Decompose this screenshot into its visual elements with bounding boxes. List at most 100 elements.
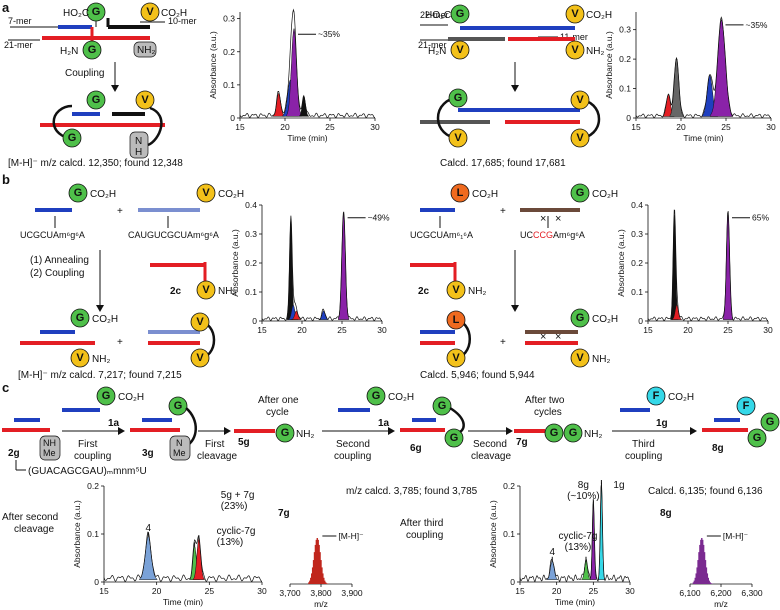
ytick-label-a2: 0 (626, 113, 631, 123)
label-22mer: 22-mer (420, 10, 449, 20)
label-21mer: 21-mer (4, 40, 33, 50)
c-5g-g: G (281, 427, 290, 439)
label-21mer-b: 21-mer (418, 40, 447, 50)
ytick-label-b2: 0.3 (631, 229, 643, 239)
xtick-label-c1: 25 (205, 586, 215, 596)
b-plus-1: + (117, 206, 123, 217)
nh2-box-label: NH₂ (137, 45, 155, 56)
scheme-a-left-product: G V G N H [M-H]⁻ m/z calcd. 12,350; foun… (8, 90, 183, 169)
c-after-third-coupling-1: After third (400, 518, 443, 529)
c-8g: 8g (712, 443, 724, 454)
xtick-label-c1: 20 (152, 586, 162, 596)
ytick-label-c2: 0.1 (503, 529, 515, 539)
xlabel-c2: Time (min) (555, 597, 595, 607)
ytick-label-a1: 0.1 (223, 80, 235, 90)
b-2c-v: V (202, 284, 210, 296)
xlabel-a2: Time (min) (683, 133, 723, 143)
b-left-v: V (202, 187, 210, 199)
c-8g-f: F (743, 400, 750, 412)
ytick-label-b1: 0 (252, 316, 257, 326)
ylabel-a1: Absorbance (a.u.) (208, 31, 218, 99)
ytick-label-b1: 0.2 (245, 258, 257, 268)
xtick-label-b2: 30 (763, 325, 773, 335)
ytick-label-c1: 0.1 (87, 529, 99, 539)
c-6g-g2: G (450, 432, 459, 444)
c-7g-g: G (550, 427, 559, 439)
xtick-label-c_ms2: 6,200 (710, 588, 732, 598)
b-annealing: (1) Annealing (30, 255, 89, 266)
xtick-label-c2: 25 (589, 586, 599, 596)
mismatch-x-4: × (555, 331, 561, 343)
xtick-label-b1: 15 (257, 325, 267, 335)
c-1g-f: F (653, 390, 660, 402)
caption-c-ms2: Calcd. 6,135; found 6,136 (648, 486, 763, 497)
trace-c1 (103, 531, 263, 582)
b-2c-label: 2c (170, 286, 182, 297)
c-7g: 7g (516, 437, 528, 448)
ytick-label-b1: 0.4 (245, 200, 257, 210)
c-second-coupling-2: coupling (334, 451, 371, 462)
c-1g-label: 1g (656, 418, 668, 429)
ytick-label-b1: 0.1 (245, 287, 257, 297)
c-ms2-cmp: 8g (660, 508, 672, 519)
b-left-co2h: CO₂H (90, 189, 116, 200)
xtick-label-c_ms1: 3,800 (310, 588, 332, 598)
label-10mer: 10-mer (168, 16, 197, 26)
axis-b2 (647, 205, 768, 322)
product-g-text: G (92, 94, 101, 106)
caption-a-left: [M-H]⁻ m/z calcd. 12,350; found 12,348 (8, 158, 183, 169)
ytick-label-c2: 0 (510, 577, 515, 587)
c-after-second-cleavage-2: cleavage (14, 524, 54, 535)
residue-g-bottom-circle (82, 40, 102, 60)
mismatch-x-2: × (555, 213, 561, 225)
residue-g-text: G (92, 6, 101, 18)
c-7g-nh2: NH₂ (584, 429, 602, 440)
annotation-c2-0: 4 (549, 547, 555, 558)
xtick-label-c2: 15 (515, 586, 525, 596)
annotation-c2-3: 1g (613, 480, 624, 491)
annotation-b1: ~49% (368, 213, 390, 223)
xtick-label-a1: 30 (370, 122, 380, 132)
xtick-label-c_ms1: 3,700 (279, 588, 301, 598)
trace-b2 (647, 209, 769, 322)
xtick-label-c_ms1: 3,900 (341, 588, 363, 598)
c-first-coupling-1: First (78, 439, 98, 450)
c-nme-1: N (176, 438, 183, 448)
c-1a-co2h: CO₂H (118, 392, 144, 403)
ytick-label-c1: 0 (94, 577, 99, 587)
b-right-prod-v: V (452, 352, 460, 364)
b-coupling: (2) Coupling (30, 268, 84, 279)
b-prod-g: G (76, 312, 85, 324)
caption-b-left: [M-H]⁻ m/z calcd. 7,217; found 7,215 (18, 370, 182, 381)
product-v-text: V (141, 94, 149, 106)
b-right-co2h2: CO₂H (592, 189, 618, 200)
c-nhme-box (39, 435, 61, 461)
a-right-v3-text: V (571, 44, 579, 56)
c-nhme-2: Me (43, 448, 56, 458)
c-1a2-co2h: CO₂H (388, 392, 414, 403)
c-first-coupling-2: coupling (74, 451, 111, 462)
xtick-label-c_ms2: 6,300 (741, 588, 763, 598)
c-after-two-2: cycles (534, 407, 562, 418)
c-first-cleavage-2: cleavage (197, 451, 237, 462)
c-first-cleavage-1: First (205, 439, 225, 450)
b-seq2: CAUGUCGCUAm⁶g⁶A (128, 230, 219, 240)
b-2c-nh2: NH₂ (218, 286, 236, 297)
c-after-two-1: After two (525, 395, 565, 406)
ylabel-c2: Absorbance (a.u.) (488, 500, 498, 568)
a-right-prod-g: G (454, 92, 463, 104)
xtick-label-b1: 20 (297, 325, 307, 335)
ylabel-b2: Absorbance (a.u.) (616, 229, 626, 297)
ylabel-c1: Absorbance (a.u.) (72, 500, 82, 568)
b-right-prod2-g: G (576, 312, 585, 324)
ytick-label-c2: 0.2 (503, 481, 515, 491)
c-8g-g: G (753, 432, 762, 444)
scheme-a-left-reactants: 7-mer 21-mer 10-mer G HO₂C V CO₂H G H₂N … (4, 2, 197, 92)
nh-box-n: N (135, 136, 142, 147)
